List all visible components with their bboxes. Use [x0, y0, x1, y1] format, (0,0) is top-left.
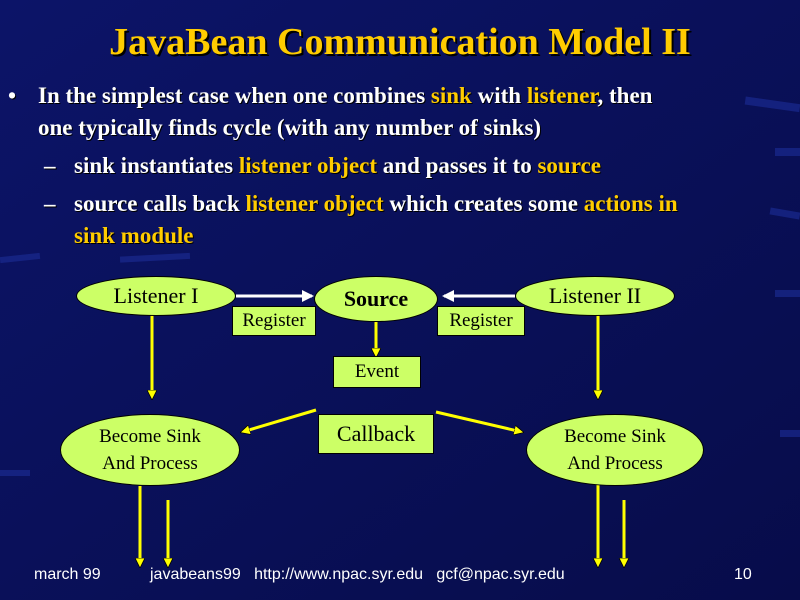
- bullet-1-text-c: , then: [597, 83, 653, 108]
- term-listener-object: listener object: [245, 191, 384, 216]
- footer-info: javabeans99 http://www.npac.syr.edu gcf@…: [150, 566, 565, 583]
- register-label-right: Register: [437, 306, 525, 336]
- register-label-left: Register: [232, 306, 316, 336]
- bullet-1-text-a: In the simplest case when one combines: [38, 83, 431, 108]
- page-number: 10: [734, 566, 752, 583]
- sub-bullet-2-line-1: source calls back listener object which …: [74, 188, 678, 220]
- term-source: source: [537, 153, 601, 178]
- term-listener: listener: [526, 83, 598, 108]
- callback-right-arrow: [435, 410, 522, 432]
- callback-node: Callback: [318, 414, 434, 454]
- event-node: Event: [333, 356, 421, 388]
- bullet-1-line-2: one typically finds cycle (with any numb…: [38, 115, 542, 140]
- sub-2-text-b: which creates some: [383, 191, 584, 216]
- sub-1-text-a: sink instantiates: [74, 153, 239, 178]
- term-actions-in: actions in: [583, 191, 678, 216]
- slide-title: JavaBean Communication Model II: [109, 21, 691, 63]
- sink-right-line-2: And Process: [567, 453, 663, 474]
- term-sink: sink: [430, 83, 472, 108]
- sub-bullet-dash: –: [44, 153, 56, 178]
- sink-left-line-1: Become Sink: [99, 426, 201, 447]
- sink-node-left: Become Sink And Process: [60, 414, 240, 486]
- listener-2-node: Listener II: [515, 276, 675, 316]
- sub-2-text-a: source calls back: [74, 191, 246, 216]
- sub-bullet-2-line-2: sink module: [74, 223, 194, 248]
- bullet-marker: •: [8, 83, 17, 108]
- sub-1-text-b: and passes it to: [377, 153, 538, 178]
- sub-bullet-dash: –: [44, 191, 56, 216]
- footer-date: march 99: [34, 566, 101, 583]
- sub-bullet-1: sink instantiates listener object and pa…: [74, 150, 601, 182]
- bullet-1-line-1: In the simplest case when one combines s…: [38, 80, 652, 112]
- bullet-1-text-b: with: [471, 83, 527, 108]
- listener-1-node: Listener I: [76, 276, 236, 316]
- callback-left-arrow: [242, 408, 317, 432]
- sink-node-right: Become Sink And Process: [526, 414, 704, 486]
- term-listener-object: listener object: [238, 153, 378, 178]
- source-node: Source: [314, 276, 438, 322]
- sink-right-line-1: Become Sink: [564, 426, 666, 447]
- sink-left-line-2: And Process: [102, 453, 198, 474]
